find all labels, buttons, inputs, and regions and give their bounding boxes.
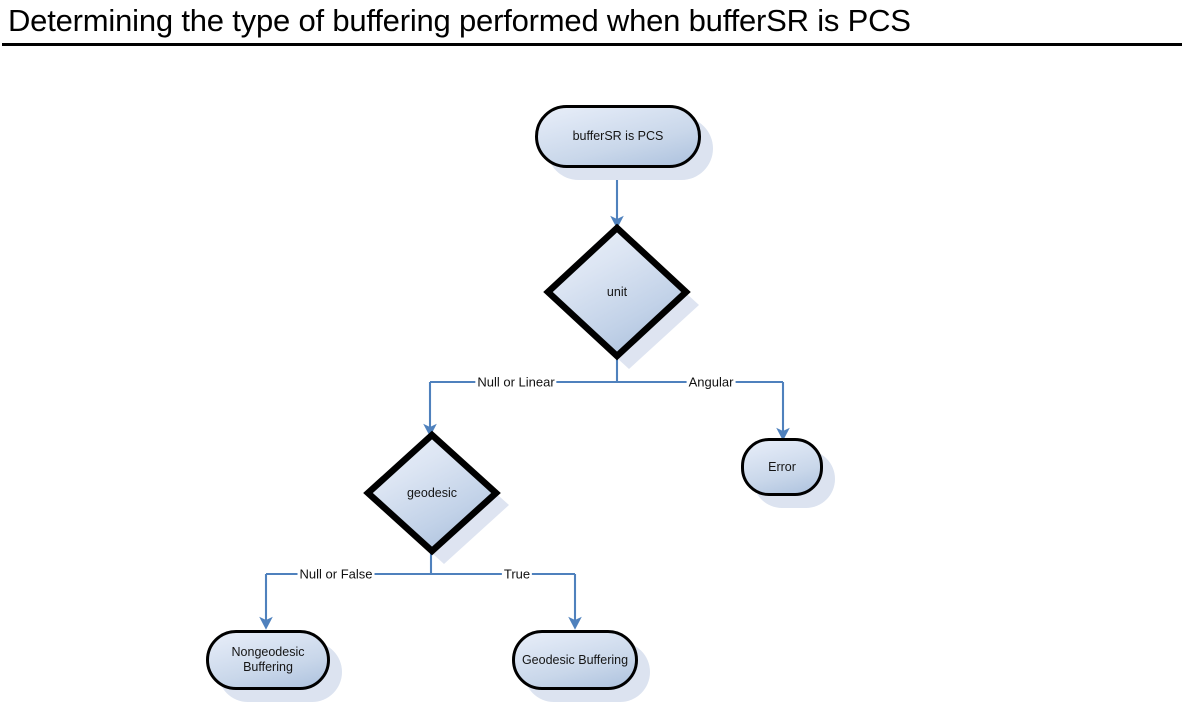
node-start-label: bufferSR is PCS [572, 129, 664, 143]
edge-label-null-or-linear: Null or Linear [475, 374, 557, 390]
node-geodesic[interactable]: geodesic [363, 430, 509, 564]
node-start[interactable]: bufferSR is PCS [535, 105, 701, 168]
title-underline [2, 43, 1182, 46]
edge-label-true: True [501, 566, 533, 582]
node-nongeodesic-label-line2: Buffering [243, 660, 293, 674]
node-unit[interactable]: unit [543, 223, 699, 369]
node-error[interactable]: Error [741, 438, 823, 496]
node-error-label: Error [768, 459, 796, 474]
page-title: Determining the type of buffering perfor… [0, 0, 1184, 52]
node-nongeodesic-label-line1: Nongeodesic [231, 645, 305, 659]
node-nongeodesic[interactable]: Nongeodesic Buffering [206, 630, 330, 690]
edge-label-angular: Angular [686, 374, 736, 390]
page-title-text: Determining the type of buffering perfor… [8, 3, 911, 38]
node-geobuffering-label: Geodesic Buffering [521, 652, 629, 667]
edge-label-null-or-false: Null or False [297, 566, 375, 582]
node-geobuffering[interactable]: Geodesic Buffering [512, 630, 638, 690]
